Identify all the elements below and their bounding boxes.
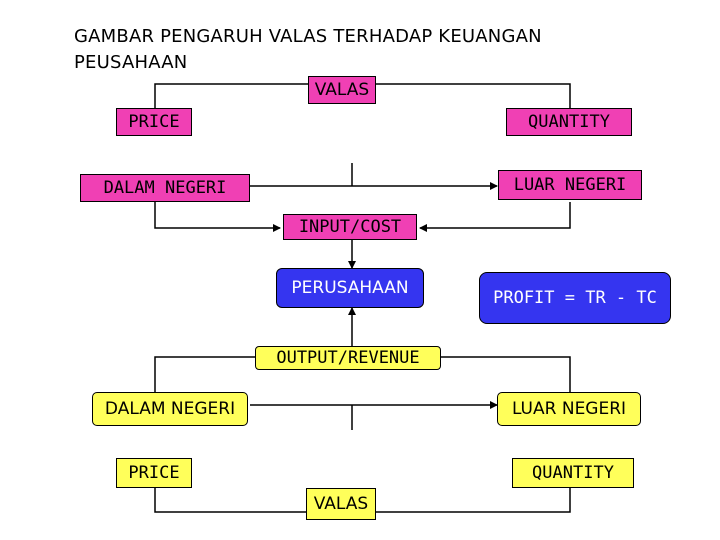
dalam-negeri-top-box: DALAM NEGERI [80, 174, 250, 202]
connector-output-to-dalam [154, 356, 255, 392]
quantity-bottom-box: QUANTITY [512, 458, 634, 488]
valas-top-box: VALAS [308, 76, 376, 104]
output-revenue-box: OUTPUT/REVENUE [255, 346, 441, 370]
profit-box: PROFIT = TR - TC [479, 272, 671, 324]
price-top-box: PRICE [116, 108, 192, 136]
connector-output-to-luar [440, 356, 571, 392]
quantity-top-box: QUANTITY [506, 108, 632, 136]
connector-luar-to-input [419, 202, 571, 232]
luar-negeri-bottom-box: LUAR NEGERI [497, 392, 641, 426]
valas-bottom-box: VALAS [306, 488, 376, 520]
dalam-negeri-bottom-box: DALAM NEGERI [92, 392, 248, 426]
connector-dalam-to-input [154, 202, 281, 232]
diagram-title: GAMBAR PENGARUH VALAS TERHADAP KEUANGAN … [74, 26, 542, 73]
luar-negeri-top-box: LUAR NEGERI [498, 170, 642, 200]
input-cost-box: INPUT/COST [283, 214, 417, 240]
price-bottom-box: PRICE [116, 458, 192, 488]
perusahaan-box: PERUSAHAAN [276, 268, 424, 308]
